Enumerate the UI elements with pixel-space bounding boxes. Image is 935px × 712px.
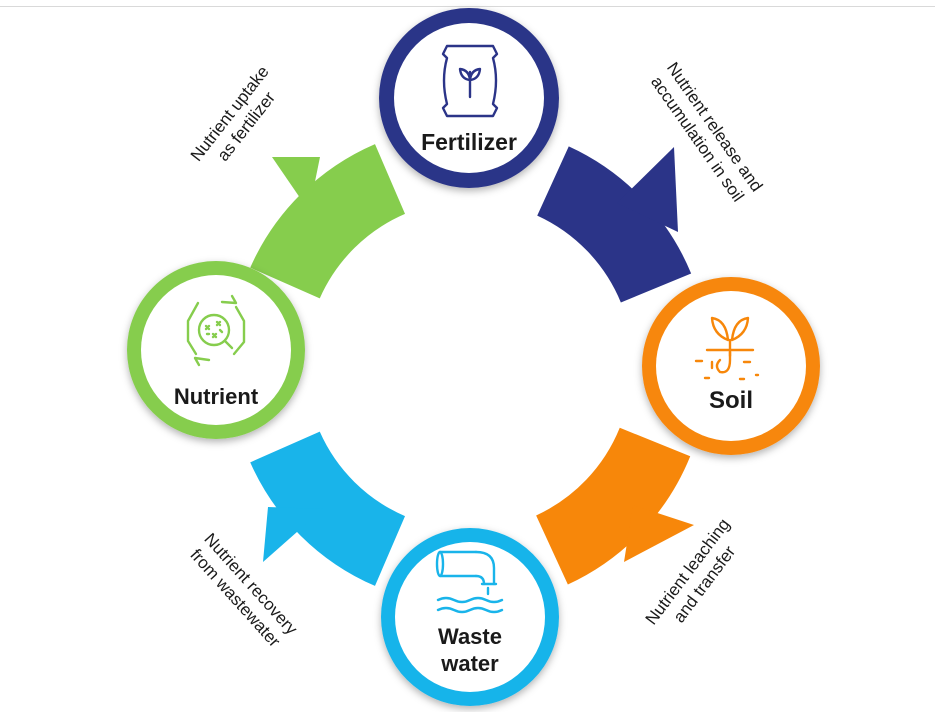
arrow-head-fertilizer [617,147,678,232]
nutrient-label: Nutrient [174,384,259,409]
top-divider [0,6,935,7]
fertilizer-bag-icon [441,44,499,118]
arrow-head-nutrient [272,157,320,211]
edge-label-wastewater-to-nutrient: Nutrient recovery from wastewater [186,530,301,651]
arc-wastewater-to-nutrient [250,430,406,586]
fertilizer-label: Fertilizer [421,129,517,155]
arrow-head-soil [624,505,694,562]
wastewater-label-line1: Waste [438,624,502,649]
wastewater-label-line2: water [440,651,499,676]
arc-soil-to-wastewater [535,426,691,585]
nutrient-recycle-icon [186,294,246,367]
arc-fertilizer-to-soil [536,146,692,304]
drain-pipe-icon [435,550,504,614]
edge-label-nutrient-to-fertilizer: Nutrient uptake as fertilizer [187,62,280,165]
arrow-head-wastewater [263,507,323,562]
soil-label: Soil [709,387,753,414]
node-fertilizer: Fertilizer [379,8,559,188]
node-wastewater: Waste water [381,528,559,706]
arc-nutrient-to-fertilizer [250,144,406,300]
sprouting-seed-icon [694,316,760,381]
node-nutrient: Nutrient [127,261,305,439]
node-soil: Soil [642,277,820,455]
